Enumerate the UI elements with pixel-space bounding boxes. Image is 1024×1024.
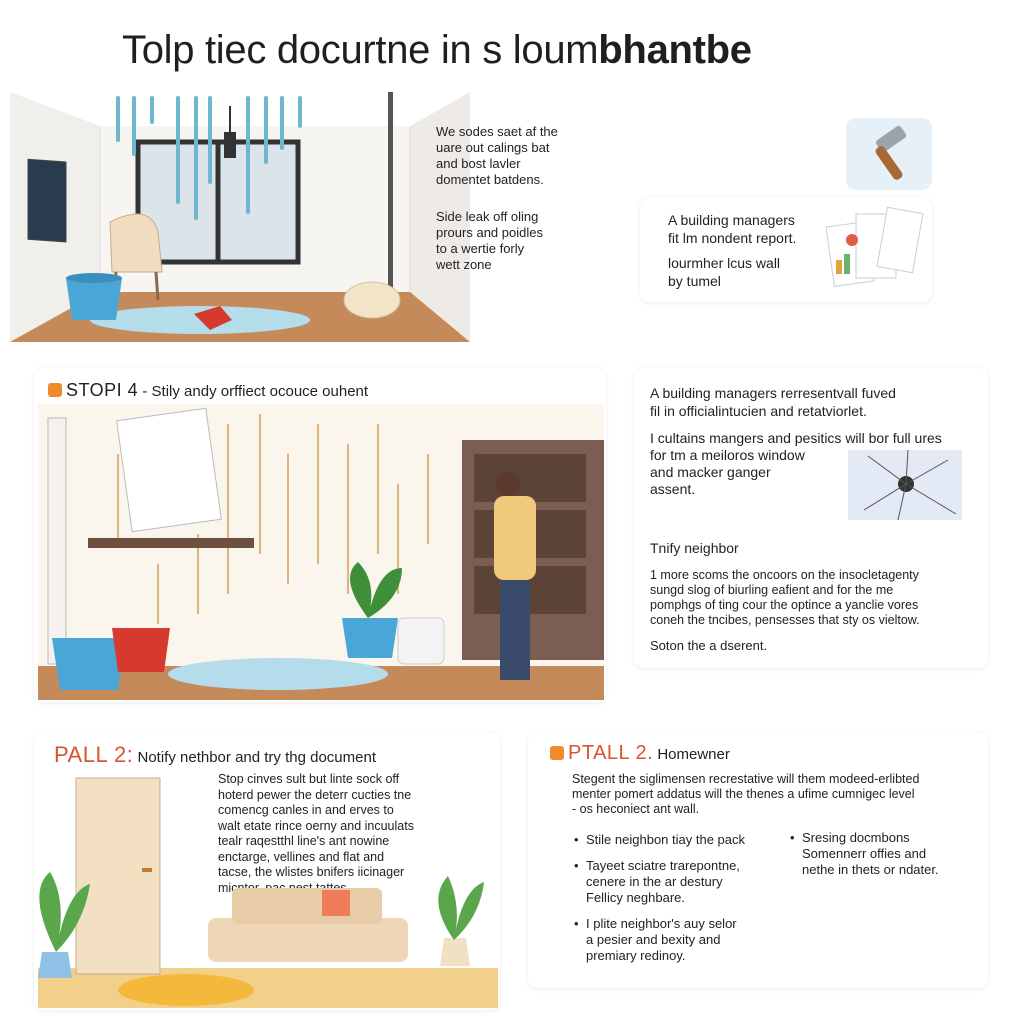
step-3-bullets-right: Sresing docmbons Somennerr offies and ne… (790, 830, 980, 884)
step-1-detail-card: A building managers rerresentvall fuved … (634, 368, 988, 668)
page-title: Tolp tiec docurtne in s loumbhantbe (122, 28, 752, 72)
list-item: Tayeet sciatre trarepontne, cenere in th… (574, 858, 784, 906)
step-badge-icon (48, 383, 62, 397)
top-paragraph-1: We sodes saet af the uare out calings ba… (436, 124, 558, 187)
building-manager-line-1: A building managers fit lm nondent repor… (668, 212, 797, 246)
step-2-body: Stop cinves sult but linte sock off hote… (218, 772, 414, 895)
living-room-illustration (38, 777, 498, 1008)
step-2-heading: PALL 2: Notify nethbor and try thg docum… (54, 742, 376, 767)
leaking-wall-illustration (38, 404, 604, 700)
building-manager-card: A building managers fit lm nondent repor… (640, 198, 932, 302)
step-3-heading: PTALL 2. Homewner (550, 742, 730, 765)
step-1-detail-para-3: 1 more scoms the oncoors on the insoclet… (650, 568, 920, 627)
building-manager-line-2: lourmher lcus wall by tumel (668, 255, 781, 289)
step-1-detail-para-2: I cultains mangers and pesitics will bor… (650, 430, 942, 497)
list-item: I plite neighbor's auy selor a pesier an… (574, 916, 784, 964)
step-1-detail-subheading: Tnify neighbor (650, 540, 739, 556)
cracked-glass-icon (848, 450, 962, 520)
hammer-icon-tile (846, 118, 932, 190)
flooded-room-illustration (10, 92, 470, 342)
report-documents-icon (826, 206, 924, 288)
list-item: Stile neighbon tiay the pack (574, 832, 784, 848)
step-3-bullets-left: Stile neighbon tiay the pack Tayeet scia… (574, 832, 784, 970)
step-3-body: Stegent the siglimensen recrestative wil… (572, 772, 920, 816)
step-1-heading: STOPI 4 - Stily andy orffiect ocouce ouh… (48, 380, 368, 401)
step-badge-icon (550, 746, 564, 760)
step-1-detail-para-1: A building managers rerresentvall fuved … (650, 385, 896, 419)
top-paragraph-2: Side leak off oling prours and poidles t… (436, 209, 543, 272)
list-item: Sresing docmbons Somennerr offies and ne… (790, 830, 980, 878)
hammer-icon (875, 125, 907, 180)
step-1-detail-para-4: Soton the a dserent. (650, 638, 768, 653)
